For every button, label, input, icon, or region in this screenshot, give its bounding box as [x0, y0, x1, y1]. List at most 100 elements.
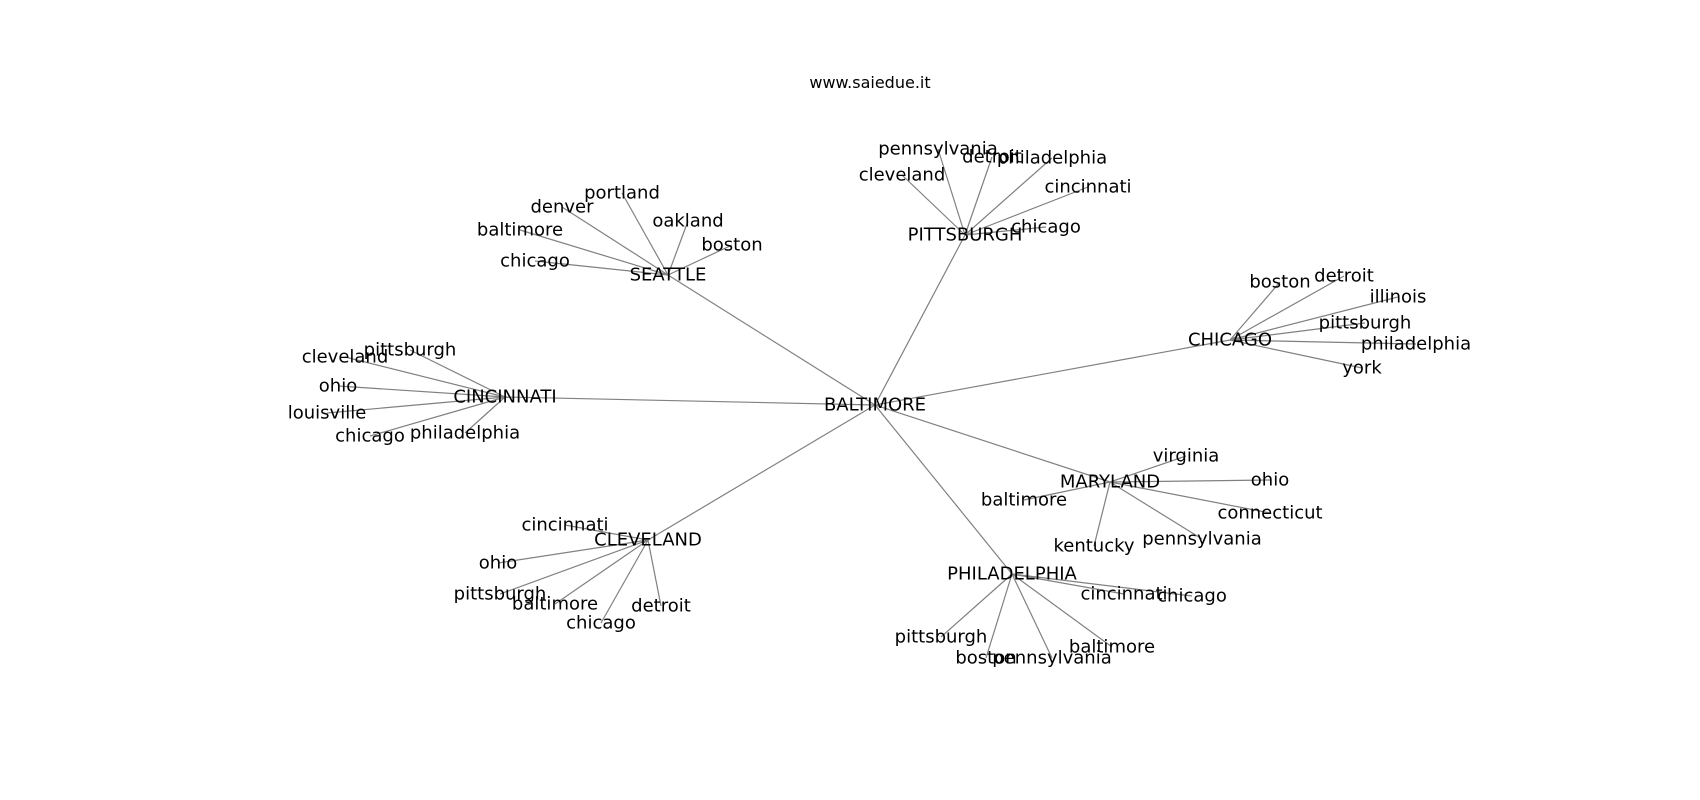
edge-center-philadelphia — [874, 404, 1013, 575]
node-hub-cleveland: CLEVELAND — [594, 530, 702, 551]
edge-center-seattle — [667, 274, 876, 406]
node-leaf-maryland-pennsylvania: pennsylvania — [1142, 529, 1261, 550]
edge-maryland-baltimore — [1023, 481, 1111, 501]
node-hub-cincinnati: CINCINNATI — [453, 387, 556, 408]
edge-seattle-portland — [621, 192, 669, 276]
edge-philadelphia-cincinnati — [1011, 573, 1125, 595]
edge-maryland-virginia — [1109, 455, 1187, 483]
edge-cincinnati-philadelphia — [464, 396, 506, 434]
node-leaf-philadelphia-cincinnati: cincinnati — [1080, 584, 1167, 605]
edge-cincinnati-cleveland — [344, 356, 506, 398]
edge-chicago-philadelphia — [1229, 339, 1417, 345]
edge-pittsburgh-philadelphia — [964, 157, 1053, 236]
edge-cleveland-detroit — [647, 539, 662, 607]
node-leaf-seattle-chicago: chicago — [500, 251, 570, 272]
node-hub-pittsburgh: PITTSBURGH — [908, 225, 1023, 246]
node-leaf-cleveland-ohio: ohio — [479, 553, 517, 574]
edge-pittsburgh-cleveland — [901, 174, 966, 236]
node-leaf-cleveland-cincinnati: cincinnati — [521, 515, 608, 536]
edge-pittsburgh-detroit — [964, 156, 993, 236]
edge-chicago-york — [1229, 339, 1363, 369]
edges-layer — [326, 148, 1417, 659]
node-leaf-maryland-connecticut: connecticut — [1217, 503, 1322, 524]
node-leaf-pittsburgh-cleveland: cleveland — [859, 165, 946, 186]
node-leaf-seattle-boston: boston — [701, 235, 762, 256]
node-leaf-philadelphia-chicago: chicago — [1157, 586, 1227, 607]
node-leaf-cincinnati-chicago: chicago — [335, 426, 405, 447]
node-leaf-chicago-york: york — [1342, 358, 1382, 379]
node-leaf-philadelphia-baltimore: baltimore — [1069, 637, 1155, 658]
edge-pittsburgh-pennsylvania — [937, 148, 966, 236]
edge-maryland-pennsylvania — [1109, 481, 1203, 540]
caption-url: www.saiedue.it — [809, 73, 930, 92]
edge-seattle-boston — [667, 244, 733, 276]
labels-layer: BALTIMORESEATTLEportlanddenverbaltimorec… — [288, 139, 1471, 669]
node-leaf-seattle-denver: denver — [530, 197, 594, 218]
node-center-baltimore: BALTIMORE — [824, 395, 926, 416]
node-hub-maryland: MARYLAND — [1060, 472, 1160, 493]
edge-cincinnati-louisville — [326, 396, 506, 414]
edge-maryland-kentucky — [1093, 481, 1111, 547]
node-leaf-maryland-baltimore: baltimore — [981, 490, 1067, 511]
node-leaf-chicago-illinois: illinois — [1370, 287, 1427, 308]
node-leaf-philadelphia-pennsylvania: pennsylvania — [992, 648, 1111, 669]
node-hub-seattle: SEATTLE — [630, 265, 707, 286]
node-leaf-pittsburgh-chicago: chicago — [1011, 217, 1081, 238]
node-leaf-cincinnati-cleveland: cleveland — [302, 347, 389, 368]
edge-philadelphia-boston — [985, 573, 1013, 659]
edge-maryland-ohio — [1109, 479, 1271, 483]
node-leaf-seattle-oakland: oakland — [652, 211, 723, 232]
node-leaf-maryland-kentucky: kentucky — [1053, 536, 1134, 557]
node-leaf-cincinnati-ohio: ohio — [319, 376, 357, 397]
edge-cincinnati-chicago — [369, 396, 506, 437]
node-leaf-pittsburgh-philadelphia: philadelphia — [997, 148, 1107, 169]
edge-chicago-pittsburgh — [1229, 322, 1366, 341]
node-leaf-cincinnati-louisville: louisville — [288, 403, 367, 424]
edge-philadelphia-pittsburgh — [940, 573, 1013, 638]
edge-cincinnati-pittsburgh — [409, 349, 506, 398]
edge-cleveland-cincinnati — [564, 524, 649, 541]
edge-philadelphia-chicago — [1011, 573, 1193, 597]
edge-center-cleveland — [647, 404, 876, 541]
edge-chicago-illinois — [1229, 296, 1399, 341]
node-leaf-pittsburgh-detroit: detroit — [962, 147, 1022, 168]
edge-center-chicago — [874, 339, 1231, 406]
edge-chicago-boston — [1229, 281, 1281, 341]
node-leaf-cleveland-chicago: chicago — [566, 613, 636, 634]
edge-pittsburgh-cincinnati — [964, 186, 1089, 236]
node-leaf-chicago-boston: boston — [1249, 272, 1310, 293]
edge-chicago-detroit — [1229, 275, 1345, 341]
edge-cincinnati-ohio — [337, 385, 506, 398]
edge-cleveland-ohio — [497, 539, 649, 564]
edge-seattle-oakland — [667, 220, 689, 276]
edge-center-pittsburgh — [874, 234, 966, 406]
node-leaf-pittsburgh-cincinnati: cincinnati — [1044, 177, 1131, 198]
edge-center-maryland — [874, 404, 1111, 483]
node-leaf-cleveland-baltimore: baltimore — [512, 594, 598, 615]
node-leaf-cincinnati-pittsburgh: pittsburgh — [364, 340, 457, 361]
node-leaf-chicago-detroit: detroit — [1314, 266, 1374, 287]
edge-pittsburgh-chicago — [964, 226, 1047, 236]
edge-center-cincinnati — [504, 396, 876, 406]
edge-cleveland-baltimore — [554, 539, 649, 605]
node-leaf-chicago-philadelphia: philadelphia — [1361, 334, 1471, 355]
node-leaf-philadelphia-boston: boston — [955, 648, 1016, 669]
node-leaf-philadelphia-pittsburgh: pittsburgh — [895, 627, 988, 648]
node-hub-philadelphia: PHILADELPHIA — [947, 564, 1077, 585]
edge-philadelphia-pennsylvania — [1011, 573, 1053, 659]
node-leaf-maryland-virginia: virginia — [1153, 446, 1220, 467]
node-hub-chicago: CHICAGO — [1188, 330, 1272, 351]
edge-cleveland-chicago — [600, 539, 649, 624]
node-leaf-maryland-ohio: ohio — [1251, 470, 1289, 491]
edge-cleveland-pittsburgh — [499, 539, 649, 595]
node-leaf-seattle-baltimore: baltimore — [477, 220, 563, 241]
edge-seattle-baltimore — [519, 229, 669, 276]
edge-maryland-connecticut — [1109, 481, 1271, 514]
node-leaf-cincinnati-philadelphia: philadelphia — [410, 423, 520, 444]
edge-seattle-chicago — [534, 260, 669, 276]
node-leaf-cleveland-detroit: detroit — [631, 596, 691, 617]
node-leaf-cleveland-pittsburgh: pittsburgh — [454, 584, 547, 605]
node-leaf-chicago-pittsburgh: pittsburgh — [1319, 313, 1412, 334]
node-leaf-pittsburgh-pennsylvania: pennsylvania — [878, 139, 997, 160]
